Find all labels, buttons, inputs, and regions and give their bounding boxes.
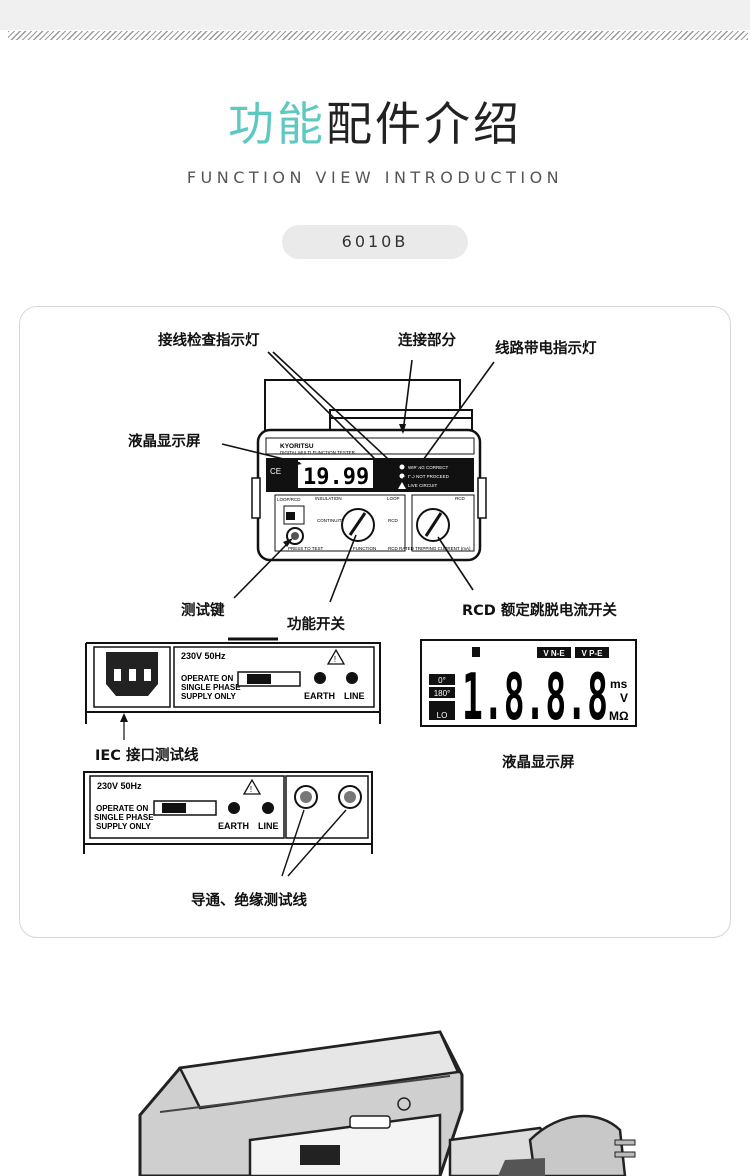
label-rcd-switch: RCD 额定跳脱电流开关 xyxy=(462,603,617,619)
live-warning-icon xyxy=(398,482,406,489)
svg-text:!: ! xyxy=(334,655,336,664)
title-rest: 配件介绍 xyxy=(326,97,522,151)
device-body: KYORITSU DIGITAL MULTI FUNCTION TESTER 1… xyxy=(251,428,487,562)
iec-voltage: 230V 50Hz xyxy=(181,651,226,661)
iec-panel: 230V 50Hz OPERATE ON SINGLE PHASE SUPPLY… xyxy=(85,637,381,740)
photo-connector xyxy=(300,1145,340,1165)
ce-mark: CE xyxy=(270,467,281,476)
lcd-unit-mohm: MΩ xyxy=(609,709,629,723)
lcd-digits: 1.8.8.8 xyxy=(462,661,608,735)
device-wiring-correct: WIRING CORRECT xyxy=(408,465,448,470)
device-insulation: INSULATION xyxy=(315,496,342,501)
lcd-unit-ms: ms xyxy=(610,677,628,691)
product-photo xyxy=(138,1030,636,1176)
device-loop-rcd: LOOP/RCD xyxy=(277,497,301,502)
lead-line-label: LINE xyxy=(258,821,279,831)
lcd-tag-0: 0° xyxy=(438,676,446,685)
device-live-circuit: LIVE CIRCUIT xyxy=(408,483,438,488)
lcd-tag-vpe: V P-E xyxy=(582,649,604,658)
device-do-not-proceed: DO NOT PROCEED xyxy=(408,474,450,479)
label-leads: 导通、绝缘测试线 xyxy=(191,893,307,909)
leader-lines xyxy=(221,351,495,603)
lead-panel: 230V 50Hz OPERATE ON SINGLE PHASE SUPPLY… xyxy=(83,771,373,877)
device-press-to-test: PRESS TO TEST xyxy=(288,546,324,551)
device-function: FUNCTION xyxy=(353,546,376,551)
lead-earth-jack[interactable] xyxy=(228,802,240,814)
device-rcd-label: RCD xyxy=(455,496,465,501)
page-subtitle: FUNCTION VIEW INTRODUCTION xyxy=(186,168,564,187)
device-brand: KYORITSU xyxy=(280,443,314,450)
label-lcd-screen: 液晶显示屏 xyxy=(128,434,201,450)
device-rcd-rated: RCD RATED TRIPPING CURRENT (mA) xyxy=(388,546,471,551)
device-rcd-small: RCD xyxy=(388,518,398,523)
iec-earth-jack[interactable] xyxy=(314,672,326,684)
device-loop: LOOP xyxy=(387,496,400,501)
label-test-key: 测试键 xyxy=(181,603,225,619)
iec-earth-label: EARTH xyxy=(304,691,335,701)
lead-note-3: SUPPLY ONLY xyxy=(96,822,152,831)
iec-note-1: OPERATE ON xyxy=(181,674,234,683)
lead-note-2: SINGLE PHASE xyxy=(94,813,154,822)
svg-text:!: ! xyxy=(250,785,252,794)
lead-voltage: 230V 50Hz xyxy=(97,781,142,791)
label-wiring-check-lamp: 接线检查指示灯 xyxy=(158,333,260,349)
lcd-tag-lo: LO xyxy=(437,711,448,720)
lcd-detail: V N-E V P-E 0° 180° LO 1.8.8.8 ms V MΩ xyxy=(420,639,637,735)
label-lcd-screen-2: 液晶显示屏 xyxy=(502,755,575,771)
lcd-tag-vne: V N-E xyxy=(543,649,565,658)
lead-note-1: OPERATE ON xyxy=(96,804,149,813)
label-function-switch: 功能开关 xyxy=(287,617,345,633)
device-continuity: CONTINUITY xyxy=(317,518,345,523)
top-bar xyxy=(0,0,750,30)
tester-diagram: KYORITSU DIGITAL MULTI FUNCTION TESTER 1… xyxy=(83,351,637,877)
lead-earth-label: EARTH xyxy=(218,821,249,831)
label-iec-port: IEC 接口测试线 xyxy=(95,748,199,764)
device-lcd-reading: 19.99 xyxy=(303,465,369,490)
iec-note-2: SINGLE PHASE xyxy=(181,683,241,692)
title-accent: 功能 xyxy=(228,97,326,151)
iec-line-label: LINE xyxy=(344,691,365,701)
warning-triangle-icon-2 xyxy=(242,778,262,795)
iec-note-3: SUPPLY ONLY xyxy=(181,692,237,701)
model-badge: 6010B xyxy=(282,225,468,259)
label-live-line-lamp: 线路带电指示灯 xyxy=(495,341,597,357)
lead-line-jack[interactable] xyxy=(262,802,274,814)
device-model-line: DIGITAL MULTI FUNCTION TESTER xyxy=(280,450,356,455)
iec-line-jack[interactable] xyxy=(346,672,358,684)
iec-arrow-icon xyxy=(120,713,128,722)
lcd-unit-v: V xyxy=(620,691,628,705)
hatch-divider xyxy=(8,31,748,40)
page-title: 功能配件介绍 xyxy=(0,88,750,154)
wiring-lamp-icon xyxy=(399,464,405,470)
arrow-heads xyxy=(283,424,409,547)
warning-triangle-icon xyxy=(326,648,346,665)
device-lid xyxy=(264,379,473,432)
label-connection-part: 连接部分 xyxy=(398,333,456,349)
lcd-tag-180: 180° xyxy=(434,689,451,698)
